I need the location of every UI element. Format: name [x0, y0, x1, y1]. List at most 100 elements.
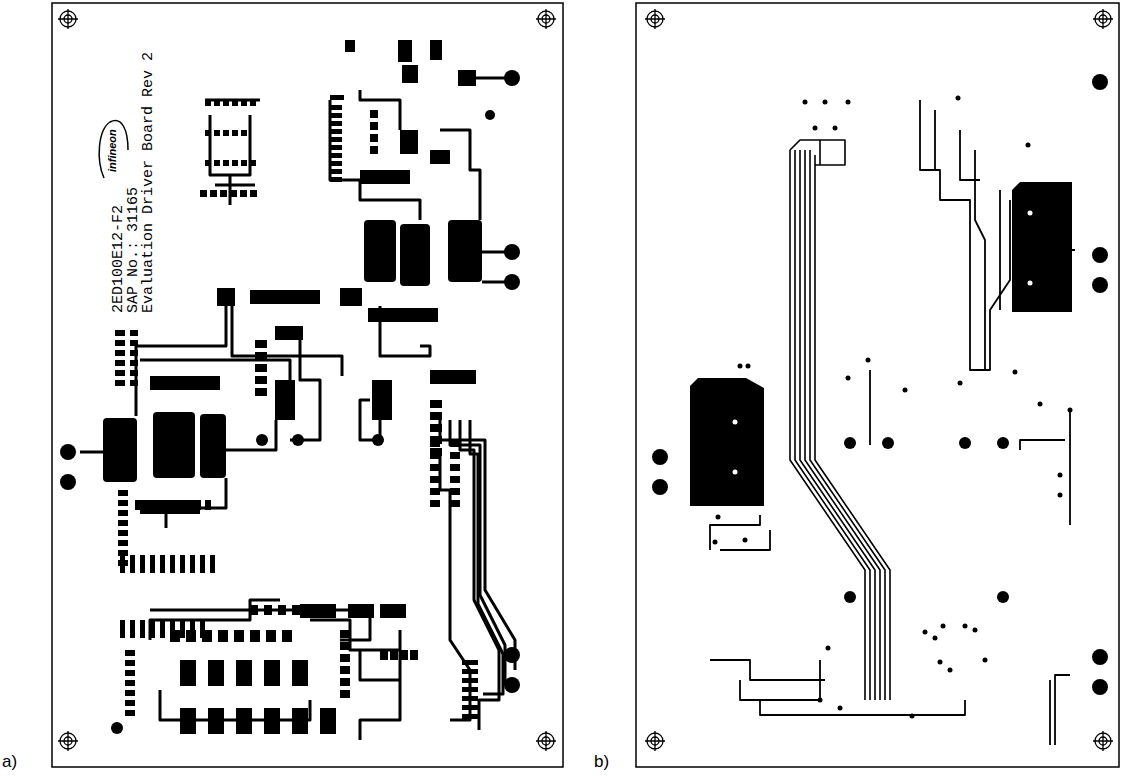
copper-trace: [1050, 675, 1070, 745]
smd-pad: [330, 169, 342, 174]
via-hole: [256, 434, 268, 446]
smd-pad: [223, 100, 229, 106]
via-hole: [652, 479, 668, 495]
smd-pad: [330, 177, 342, 182]
smd-pad: [118, 530, 128, 536]
smd-pad: [370, 110, 378, 118]
smd-pad: [340, 642, 350, 650]
smd-pad: [125, 680, 135, 686]
smd-pad: [282, 630, 292, 642]
smd-pad: [462, 687, 478, 692]
smd-pad: [170, 555, 175, 573]
smd-pad: [292, 605, 300, 615]
smd-pad: [278, 605, 286, 615]
copper-pad: [264, 660, 280, 686]
copper-pad: [372, 380, 392, 420]
smd-pad: [462, 660, 478, 665]
smd-pad: [130, 350, 138, 356]
via-hole: [504, 70, 520, 86]
via-dot: [1068, 408, 1073, 413]
smd-pad: [430, 488, 440, 495]
smd-pad: [155, 500, 161, 510]
copper-trace: [1000, 190, 1075, 525]
via-hole: [997, 591, 1009, 603]
smd-pad: [400, 650, 408, 660]
copper-trace: [710, 660, 965, 715]
copper-trace: [205, 100, 260, 205]
smd-pad: [186, 630, 196, 642]
copper-trace: [440, 420, 499, 730]
via-dot: [973, 628, 978, 633]
via-hole: [292, 434, 304, 446]
copper-trace: [470, 420, 503, 694]
smd-pad: [205, 130, 211, 136]
via-hole: [504, 274, 520, 290]
smd-pad: [125, 660, 135, 666]
copper-trace: [80, 78, 1075, 745]
pad-hole: [1028, 211, 1033, 216]
via-hole: [1092, 74, 1108, 90]
via-dot: [1058, 493, 1063, 498]
sap-number: SAP No.: 31165: [126, 187, 141, 313]
smd-pad: [232, 100, 238, 106]
smd-pad: [118, 490, 128, 496]
via-hole: [372, 434, 384, 446]
copper-pad: [150, 376, 220, 390]
copper-pad: [103, 40, 1072, 734]
pad-hole: [1028, 281, 1033, 286]
smd-pad: [115, 330, 125, 336]
mounting-hole: [536, 731, 556, 751]
mounting-hole: [651, 737, 659, 745]
smd-pad: [266, 630, 276, 642]
smd-pad: [241, 160, 247, 166]
smd-pad: [150, 620, 155, 638]
copper-pad: [360, 170, 410, 184]
smd-pad: [370, 146, 378, 154]
smd-pad: [340, 654, 350, 662]
smd-pad: [115, 380, 125, 386]
smd-pad: [125, 710, 135, 716]
via-hole: [60, 474, 76, 490]
mounting-hole: [651, 15, 659, 23]
smd-pad: [340, 666, 350, 674]
smd-pad: [430, 452, 440, 459]
smd-pads: [115, 95, 1073, 719]
mounting-hole: [64, 737, 72, 745]
board-outline: [636, 3, 1119, 767]
mounting-hole: [542, 737, 550, 745]
smd-pad: [450, 500, 460, 507]
copper-trace: [166, 340, 320, 528]
board-outline: [52, 3, 1119, 767]
smd-pad: [232, 160, 238, 166]
smd-pad: [150, 555, 155, 573]
mounting-hole: [542, 15, 550, 23]
via-hole: [959, 437, 971, 449]
via-dot: [846, 100, 851, 105]
smd-pad: [330, 153, 342, 158]
copper-pad: [250, 290, 320, 304]
via-dot: [983, 658, 988, 663]
smd-pad: [306, 605, 314, 615]
smd-pad: [255, 376, 267, 384]
smd-pad: [118, 520, 128, 526]
mounting-hole: [64, 15, 72, 23]
via-hole: [60, 70, 1108, 734]
via-dot: [826, 646, 831, 651]
smd-pad: [410, 650, 418, 660]
via-dot: [938, 660, 943, 665]
smd-pad: [135, 500, 141, 510]
smd-pad: [140, 620, 145, 638]
smd-pad: [320, 605, 328, 615]
via-hole: [504, 677, 520, 693]
via-dot: [1013, 370, 1018, 375]
smd-pad: [232, 130, 238, 136]
smd-pad: [250, 190, 257, 197]
smd-pad: [175, 500, 181, 510]
smd-pad: [330, 113, 342, 118]
via-hole: [997, 437, 1009, 449]
copper-pad: [140, 500, 200, 514]
copper-pad: [430, 40, 442, 60]
smd-pad: [202, 630, 212, 642]
smd-pad: [255, 364, 267, 372]
smd-pad: [234, 630, 244, 642]
